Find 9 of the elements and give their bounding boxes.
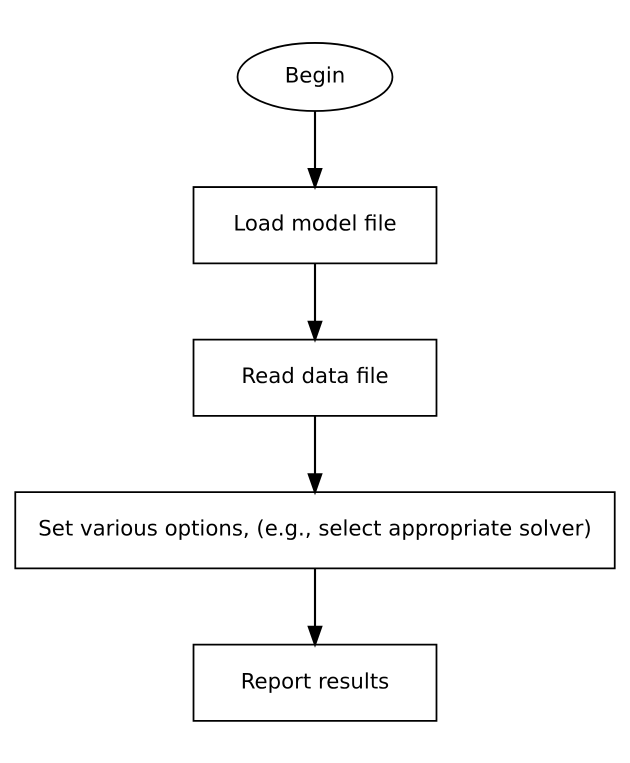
arrow bbox=[307, 263, 323, 342]
node-ellipse: Begin bbox=[236, 42, 394, 112]
node-box: Load model file bbox=[192, 186, 438, 264]
arrow bbox=[307, 416, 323, 495]
node-box: Report results bbox=[192, 643, 438, 722]
arrow bbox=[307, 110, 323, 190]
arrow bbox=[307, 568, 323, 648]
node-box: Set various options, (e.g., select appropriate solver) bbox=[14, 490, 616, 569]
node-box: Read data file bbox=[192, 338, 438, 416]
